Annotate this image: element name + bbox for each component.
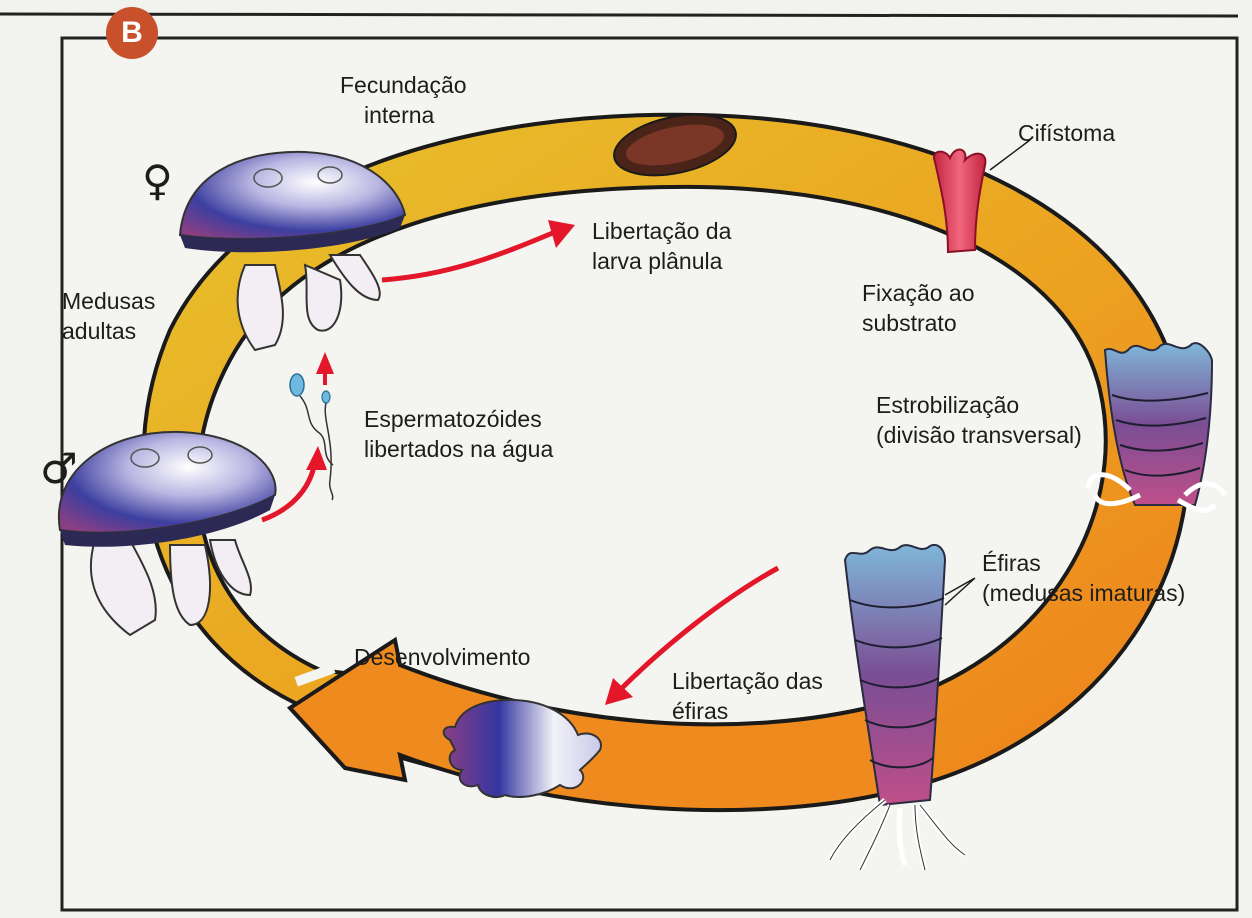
arrow-to-ephyra [618, 565, 780, 692]
arrow-to-ephyra-head [605, 678, 633, 705]
label-fecundacao-line2: interna [364, 102, 435, 128]
label-efiras-line1: Éfiras [982, 550, 1041, 576]
label-efiras: Éfiras (medusas imaturas) [982, 548, 1185, 608]
top-border [0, 12, 1239, 18]
label-libertacao-planula-line1: Libertação da [592, 218, 732, 244]
label-desenvolvimento: Desenvolvimento [354, 644, 531, 670]
ring-gap [294, 663, 336, 687]
label-libertacao-efiras-line2: éfiras [672, 698, 729, 724]
label-fixacao-line2: substrato [862, 310, 957, 336]
label-espermatozoides: Espermatozóides libertados na água [364, 404, 553, 464]
label-estrobilizacao: Estrobilização (divisão transversal) [876, 390, 1082, 450]
label-fecundacao: Fecundação interna [340, 70, 467, 130]
label-fecundacao-line1: Fecundação [340, 72, 467, 98]
scyphistoma-polyp [933, 139, 1031, 254]
arrow-to-planula-head [548, 220, 575, 248]
label-espermatozoides-line1: Espermatozóides [364, 406, 542, 432]
label-cifistoma: Cifístoma [1018, 120, 1116, 146]
arrow-to-planula [381, 229, 556, 283]
sperm-cells [289, 373, 334, 501]
label-efiras-line2: (medusas imaturas) [982, 580, 1186, 606]
label-medusas-adultas: Medusas adultas [62, 286, 155, 346]
red-arrows [261, 220, 780, 705]
male-symbol-icon: ♂ [40, 444, 78, 493]
label-espermatozoides-line2: libertados na água [364, 436, 554, 462]
label-libertacao-efiras-line1: Libertação das [672, 668, 823, 694]
label-libertacao-efiras: Libertação das éfiras [672, 666, 823, 726]
arrow-to-female-head [316, 352, 334, 374]
arrow-sperm-up [261, 461, 318, 523]
male-jellyfish [57, 430, 277, 637]
strobila [1085, 342, 1228, 513]
label-libertacao-planula: Libertação da larva plânula [592, 216, 731, 276]
figure-badge: B [106, 7, 158, 59]
label-fixacao: Fixação ao substrato [862, 278, 975, 338]
label-estrobilizacao-line2: (divisão transversal) [876, 422, 1082, 448]
label-estrobilizacao-line1: Estrobilização [876, 392, 1020, 418]
planula-larva [613, 113, 737, 177]
label-libertacao-planula-line2: larva plânula [592, 248, 723, 274]
arrow-sperm-up-head [306, 446, 327, 470]
female-symbol-icon: ♀ [142, 156, 173, 205]
female-jellyfish [178, 150, 407, 352]
ephyra-stack [827, 544, 976, 872]
label-medusas-adultas-line1: Medusas [62, 288, 156, 314]
ephyra [442, 698, 602, 798]
label-medusas-adultas-line2: adultas [62, 318, 137, 344]
label-fixacao-line1: Fixação ao [862, 280, 975, 306]
